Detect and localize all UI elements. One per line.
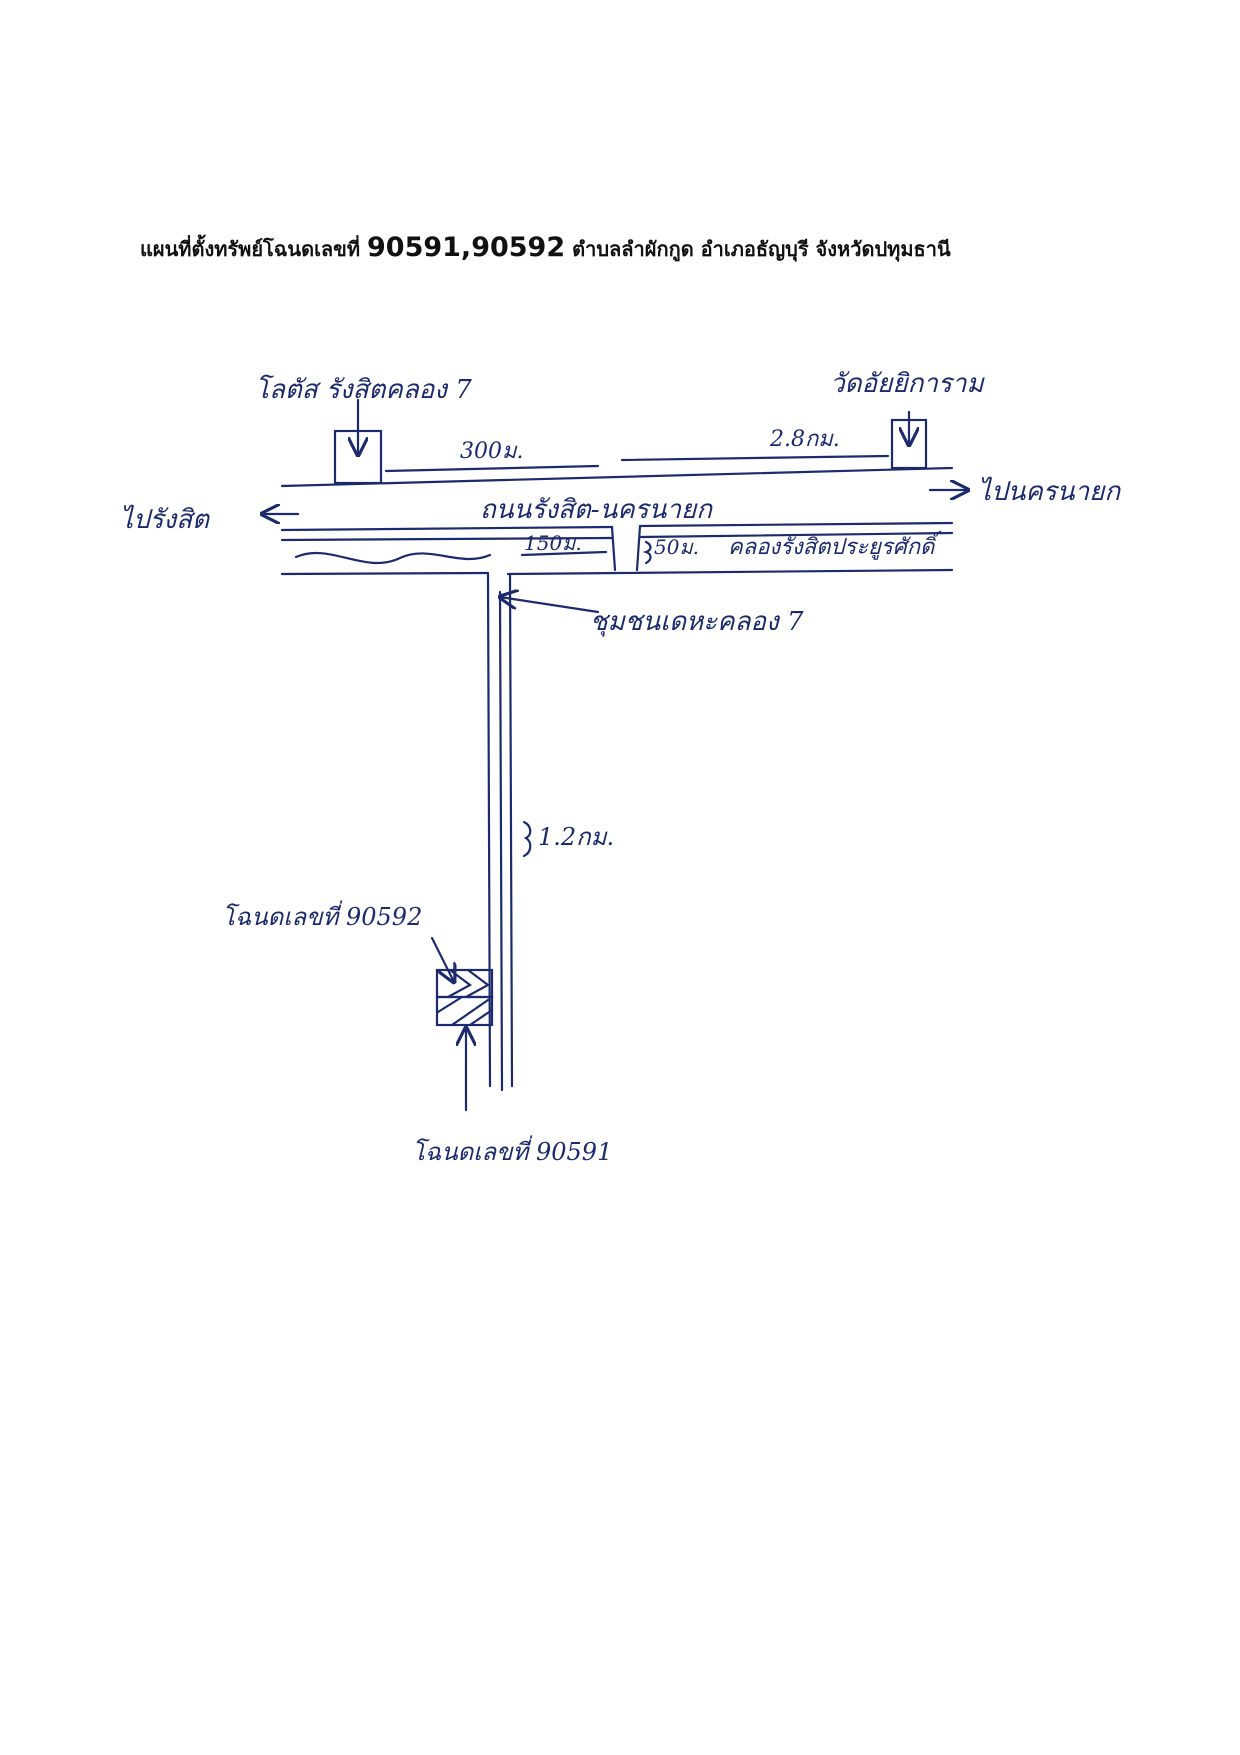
side-road-distance-label: 1.2กม. [538,823,614,851]
plot-90591 [435,995,494,1027]
side-road-west-edge [486,572,492,1088]
lotus-distance-label: 300ม. [460,439,524,464]
main-road-north-edge [280,466,954,488]
lotus-label: โลตัส รังสิตคลอง 7 [255,374,472,405]
distance-150m-label: 150ม. [524,531,582,555]
bracket-150m [520,550,608,557]
temple-distance-line [620,454,890,462]
canal-south-edge [280,568,954,576]
deed-90592-arrow [430,936,454,982]
lotus-distance-line [384,464,600,473]
community-arrow [500,597,600,614]
bridge-mark-left [610,525,617,572]
distance-50m-label: 50ม. [654,535,699,559]
to-nakhon-label: ไปนครนายก [978,476,1121,507]
bracket-side-road [522,820,532,858]
main-road-south-edge [280,521,954,532]
plot-90592 [435,968,494,999]
deed-90591-label: โฉนดเลขที่ 90591 [412,1135,612,1166]
side-road-median [498,590,504,1092]
bracket-50m [642,540,652,565]
deed-90592-label: โฉนดเลขที่ 90592 [222,900,422,931]
plot-90592-hatch [446,968,491,999]
canal-north-edge [280,531,954,542]
canal-water-wave [294,551,492,565]
title-location: ตำบลลำผักกูด อำเภอธัญบุรี จังหวัดปทุมธาน… [572,237,951,261]
bridge-mark-right [635,524,642,572]
page-title: แผนที่ตั้งทรัพย์โฉนดเลขที่ 90591,90592 ต… [140,232,951,265]
temple-label: วัดอัยยิการาม [830,369,985,399]
canal-name-label: คลองรังสิตประยูรศักดิ์ [728,530,943,560]
road-name-label: ถนนรังสิต-นครนายก [480,495,713,525]
temple-distance-label: 2.8กม. [769,427,840,452]
title-prefix: แผนที่ตั้งทรัพย์โฉนดเลขที่ [140,237,361,261]
title-deed-numbers: 90591,90592 [367,232,566,263]
side-road-east-edge [508,573,514,1088]
to-rangsit-label: ไปรังสิต [120,504,210,535]
community-label: ชุมชนเดหะคลอง 7 [590,607,804,637]
plot-90591-hatch [436,995,494,1027]
